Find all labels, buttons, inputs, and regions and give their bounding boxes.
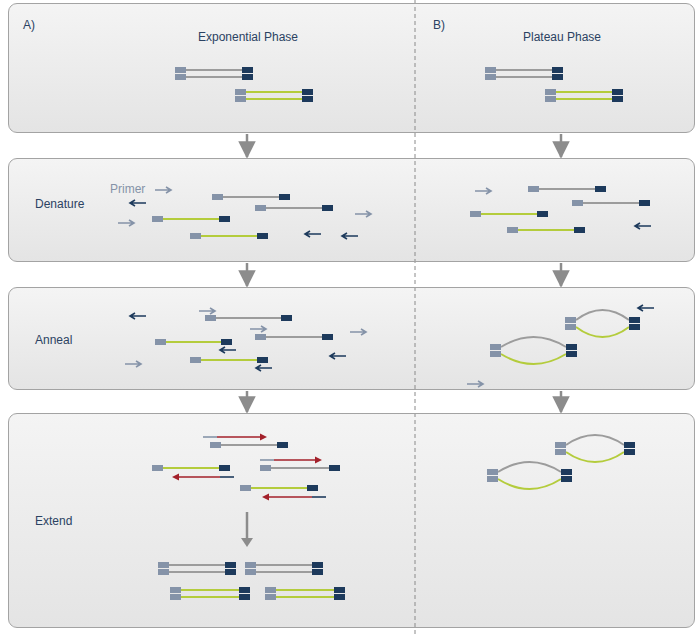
panel-fill <box>9 288 695 390</box>
panel-heading: Plateau Phase <box>523 30 601 44</box>
step-name: Denature <box>35 197 84 211</box>
step-arrow <box>246 391 249 412</box>
step-name: Extend <box>35 514 72 528</box>
phase-divider <box>415 0 416 637</box>
panel-heading: Exponential Phase <box>198 30 298 44</box>
panel-heading: B) <box>433 18 445 32</box>
step-arrow <box>246 263 249 286</box>
step-arrow <box>560 263 563 286</box>
dna-molecules <box>118 67 654 600</box>
panel-heading: A) <box>23 18 35 32</box>
step-arrow <box>246 134 249 157</box>
step-arrow <box>560 391 563 412</box>
phase-step-panel: Extend <box>8 413 695 628</box>
panel-fill <box>9 414 695 628</box>
step-name: Anneal <box>35 333 72 347</box>
phase-step-panel: Denature <box>8 158 695 262</box>
step-arrow <box>560 134 563 157</box>
phase-step-panel: A) Exponential Phase B) Plateau Phase <box>8 3 695 133</box>
panel-fill <box>9 159 695 262</box>
panel-fill <box>9 4 695 133</box>
phase-step-panel: Anneal <box>8 287 695 390</box>
primer-label: Primer <box>110 182 145 196</box>
